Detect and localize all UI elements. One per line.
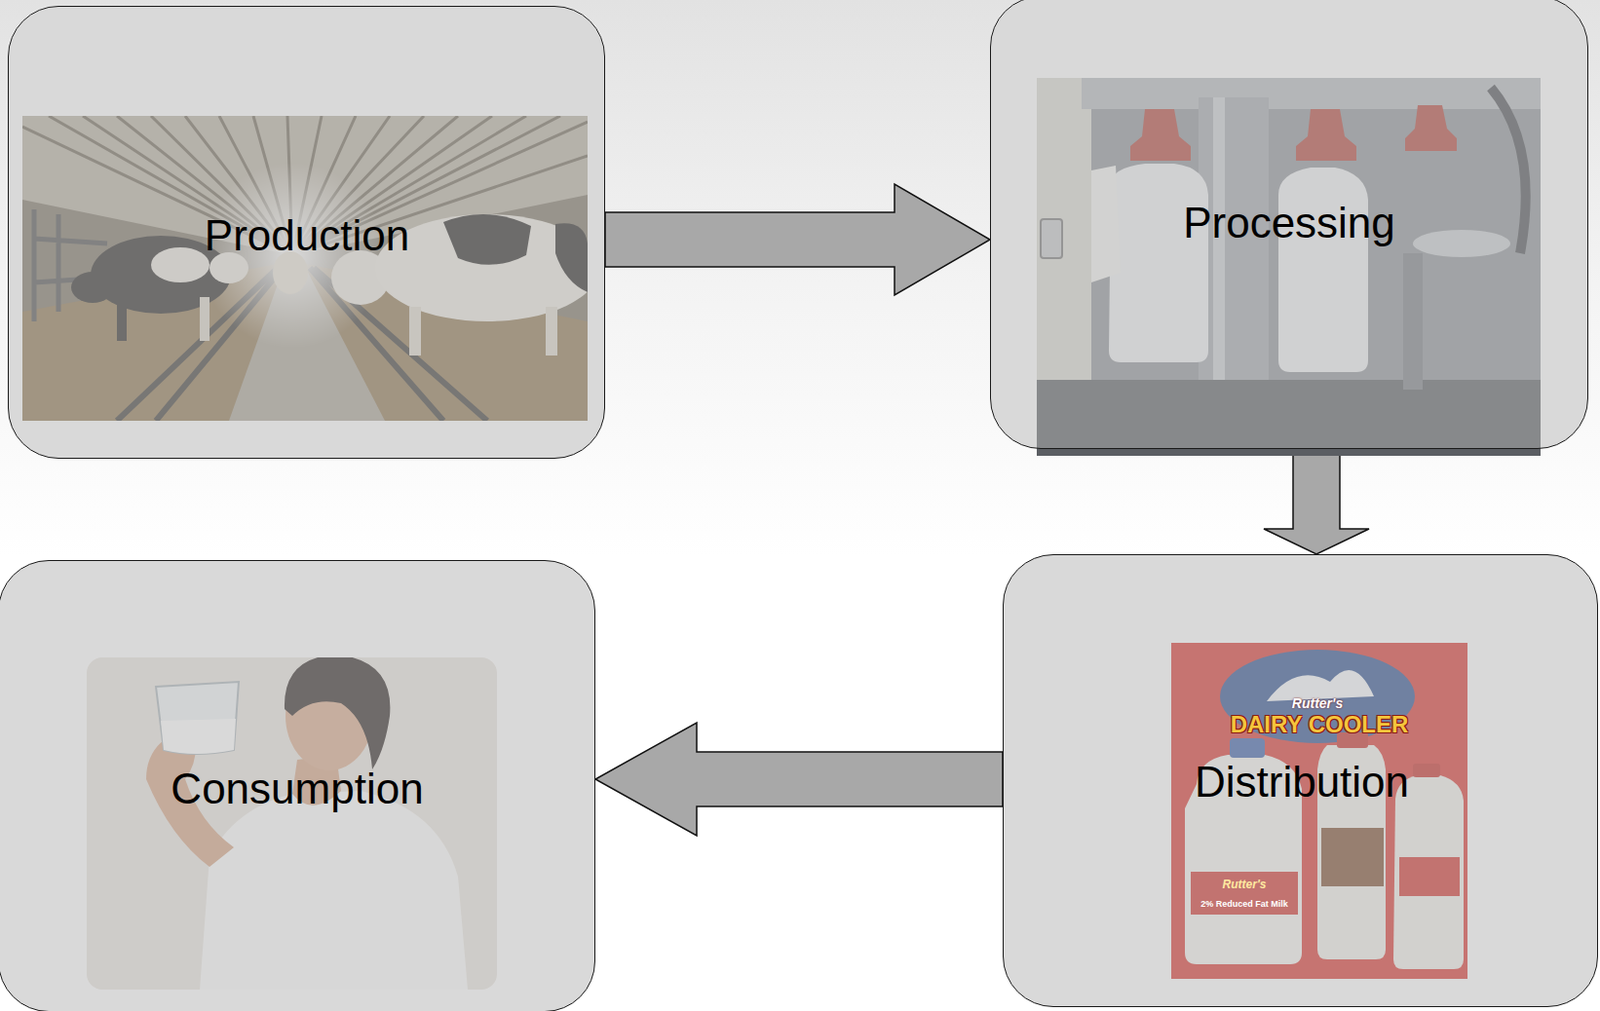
box-ground bbox=[0, 560, 596, 1011]
stage-box: Production bbox=[7, 5, 606, 459]
box-ground bbox=[1002, 554, 1599, 1008]
stage-label: Processing bbox=[1182, 198, 1396, 249]
stage-box: Consumption bbox=[0, 560, 596, 1011]
stage-label: Production bbox=[204, 211, 410, 262]
stage-box: Distribution bbox=[1002, 554, 1599, 1008]
jug-brand: Rutter's bbox=[1222, 877, 1267, 892]
stage-box: Processing bbox=[990, 0, 1589, 450]
box-ground bbox=[990, 0, 1589, 450]
jug-label: 2% Reduced Fat Milk bbox=[1200, 899, 1289, 910]
brand-logo: DAIRY COOLER bbox=[1230, 711, 1410, 739]
box-ground bbox=[7, 5, 606, 459]
brand-name: Rutter's bbox=[1292, 695, 1343, 712]
block-arrow bbox=[605, 184, 991, 296]
stage-label: Consumption bbox=[170, 764, 423, 815]
stage-label: Distribution bbox=[1194, 758, 1410, 808]
block-arrow bbox=[595, 723, 1003, 837]
block-arrow bbox=[1263, 449, 1370, 555]
